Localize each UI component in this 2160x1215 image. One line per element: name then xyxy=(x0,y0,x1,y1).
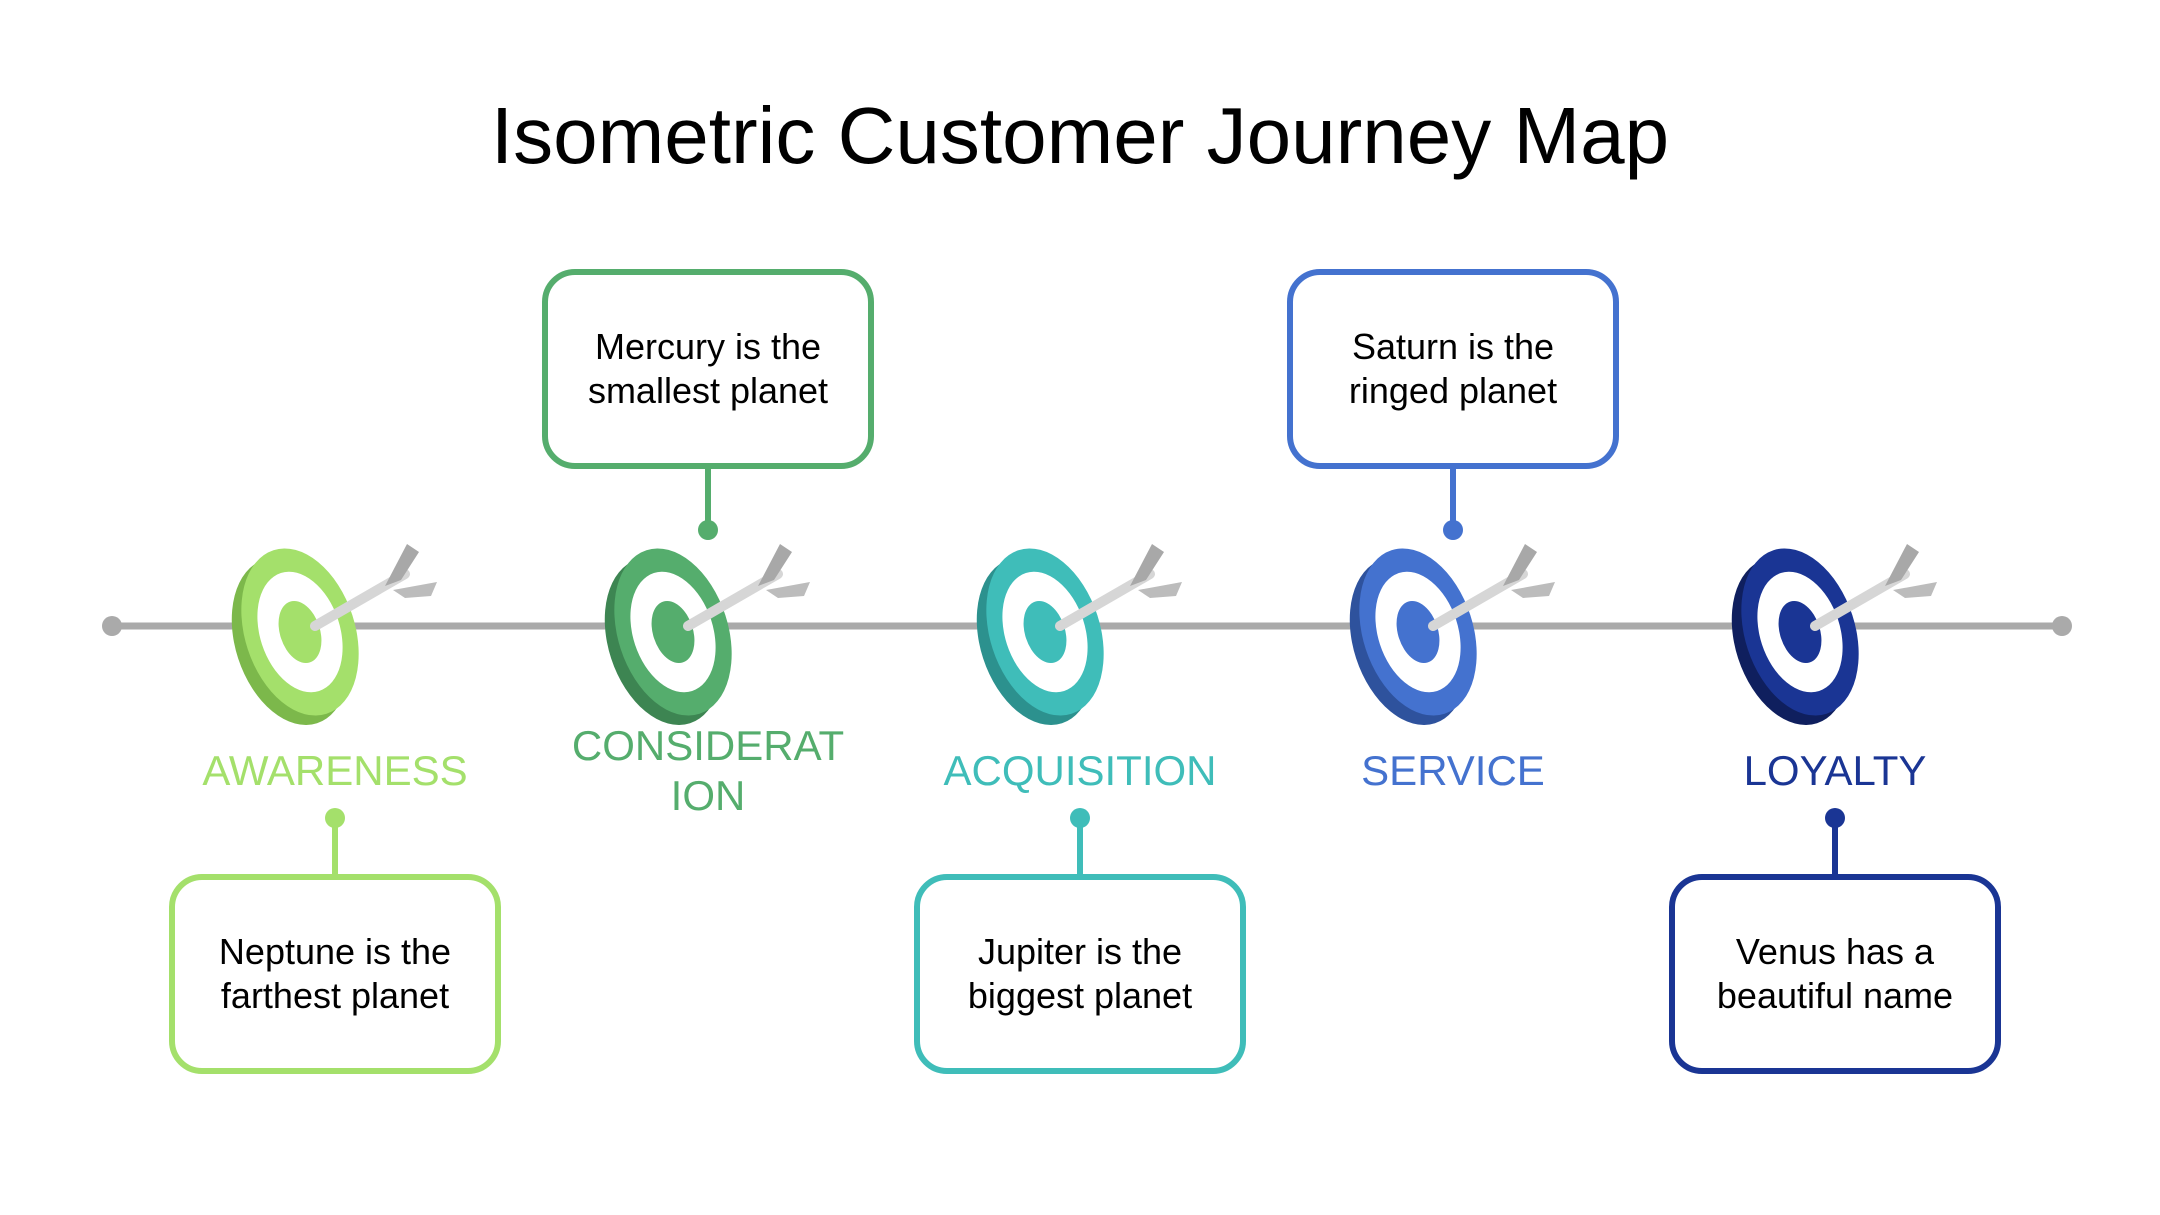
arrow-feather-top xyxy=(758,544,792,586)
stage-label: CONSIDERAT xyxy=(572,722,844,769)
target-icon xyxy=(604,548,732,725)
connector-dot xyxy=(325,808,345,828)
stage-label: AWARENESS xyxy=(202,747,467,794)
target-icon xyxy=(976,548,1104,725)
arrow-icon xyxy=(1055,544,1182,631)
arrow-feather-top xyxy=(1885,544,1919,586)
callout-text: Jupiter is the xyxy=(978,931,1182,972)
arrow-icon xyxy=(683,544,810,631)
callout-box xyxy=(1287,269,1619,469)
connector-dot xyxy=(1070,808,1090,828)
callout-text: Mercury is the xyxy=(595,326,821,367)
target-center xyxy=(651,600,695,664)
arrow-feather-top xyxy=(385,544,419,586)
arrow-feather-top xyxy=(1503,544,1537,586)
callout-box xyxy=(914,874,1246,1074)
callout-text: ringed planet xyxy=(1349,370,1557,411)
callout-text: Saturn is the xyxy=(1352,326,1554,367)
arrow-feather-bottom xyxy=(1511,582,1555,598)
arrow-icon xyxy=(1428,544,1555,631)
arrow-feather-bottom xyxy=(1138,582,1182,598)
arrow-icon xyxy=(1810,544,1937,631)
callout-text: farthest planet xyxy=(221,975,449,1016)
callout-text: smallest planet xyxy=(588,370,828,411)
connector-dot xyxy=(1825,808,1845,828)
arrow-feather-bottom xyxy=(393,582,437,598)
callout-text: Venus has a xyxy=(1736,931,1935,972)
callout-box xyxy=(169,874,501,1074)
target-center xyxy=(1023,600,1067,664)
arrow-feather-top xyxy=(1130,544,1164,586)
stage-label: ION xyxy=(671,772,746,819)
stage-label: SERVICE xyxy=(1361,747,1545,794)
target-center xyxy=(1778,600,1822,664)
timeline-start-dot xyxy=(102,616,122,636)
arrow-icon xyxy=(310,544,437,631)
callout-box xyxy=(1669,874,2001,1074)
arrow-feather-bottom xyxy=(1893,582,1937,598)
stage-label: ACQUISITION xyxy=(943,747,1216,794)
timeline-end-dot xyxy=(2052,616,2072,636)
target-icon xyxy=(1731,548,1859,725)
page-title: Isometric Customer Journey Map xyxy=(490,91,1670,180)
arrow-feather-bottom xyxy=(766,582,810,598)
target-icon xyxy=(1349,548,1477,725)
callout-text: Neptune is the xyxy=(219,931,451,972)
connector-dot xyxy=(1443,520,1463,540)
connector-dot xyxy=(698,520,718,540)
callout-text: biggest planet xyxy=(968,975,1192,1016)
callout-text: beautiful name xyxy=(1717,975,1953,1016)
target-center xyxy=(1396,600,1440,664)
target-icon xyxy=(231,548,359,725)
callout-box xyxy=(542,269,874,469)
stage-label: LOYALTY xyxy=(1744,747,1927,794)
target-center xyxy=(278,600,322,664)
